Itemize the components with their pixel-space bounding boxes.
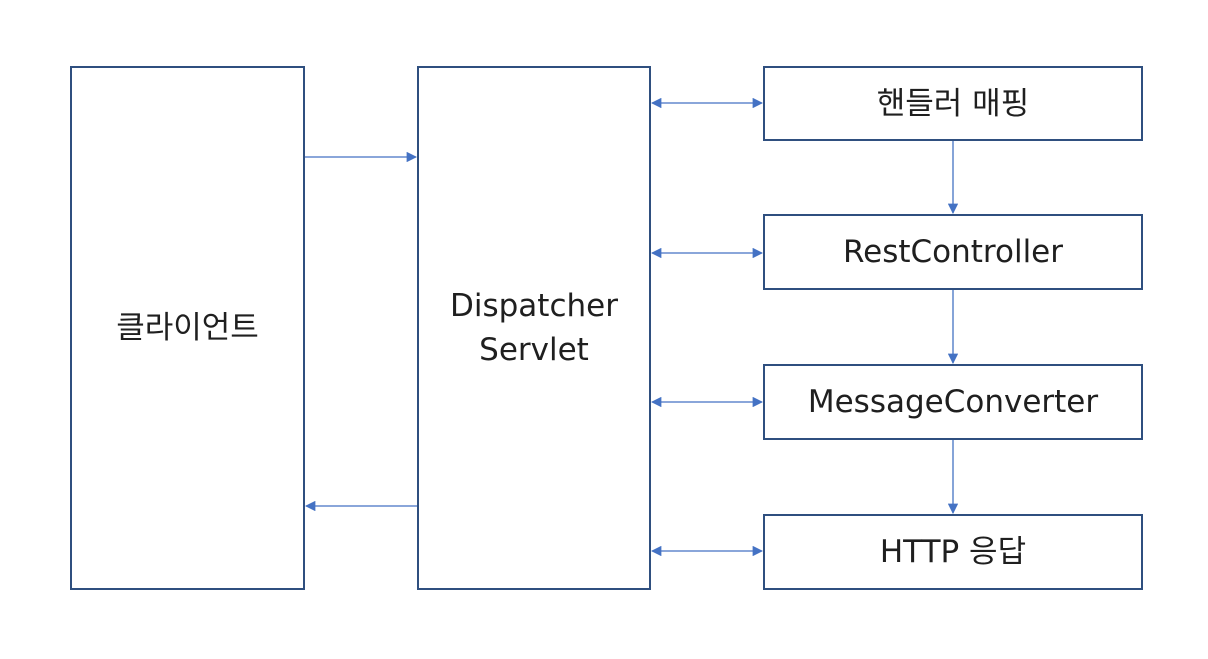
handler-mapping-label: 핸들러 매핑 [876, 85, 1030, 122]
dispatcher-label-line-2: Servlet [479, 332, 589, 368]
http-response-box: HTTP 응답 [763, 514, 1143, 590]
client-box: 클라이언트 [70, 66, 305, 590]
dispatcher-label-line-1: Dispatcher [450, 288, 618, 324]
handler-mapping-box: 핸들러 매핑 [763, 66, 1143, 141]
rest-controller-box: RestController [763, 214, 1143, 290]
rest-controller-label: RestController [842, 234, 1063, 270]
message-converter-box: MessageConverter [763, 364, 1143, 440]
message-converter-label: MessageConverter [807, 384, 1099, 420]
http-response-label: HTTP 응답 [879, 534, 1027, 570]
dispatcher-servlet-box: Dispatcher Servlet [417, 66, 651, 590]
client-label: 클라이언트 [116, 310, 259, 346]
dispatcher-servlet-label: Dispatcher Servlet [450, 284, 618, 372]
